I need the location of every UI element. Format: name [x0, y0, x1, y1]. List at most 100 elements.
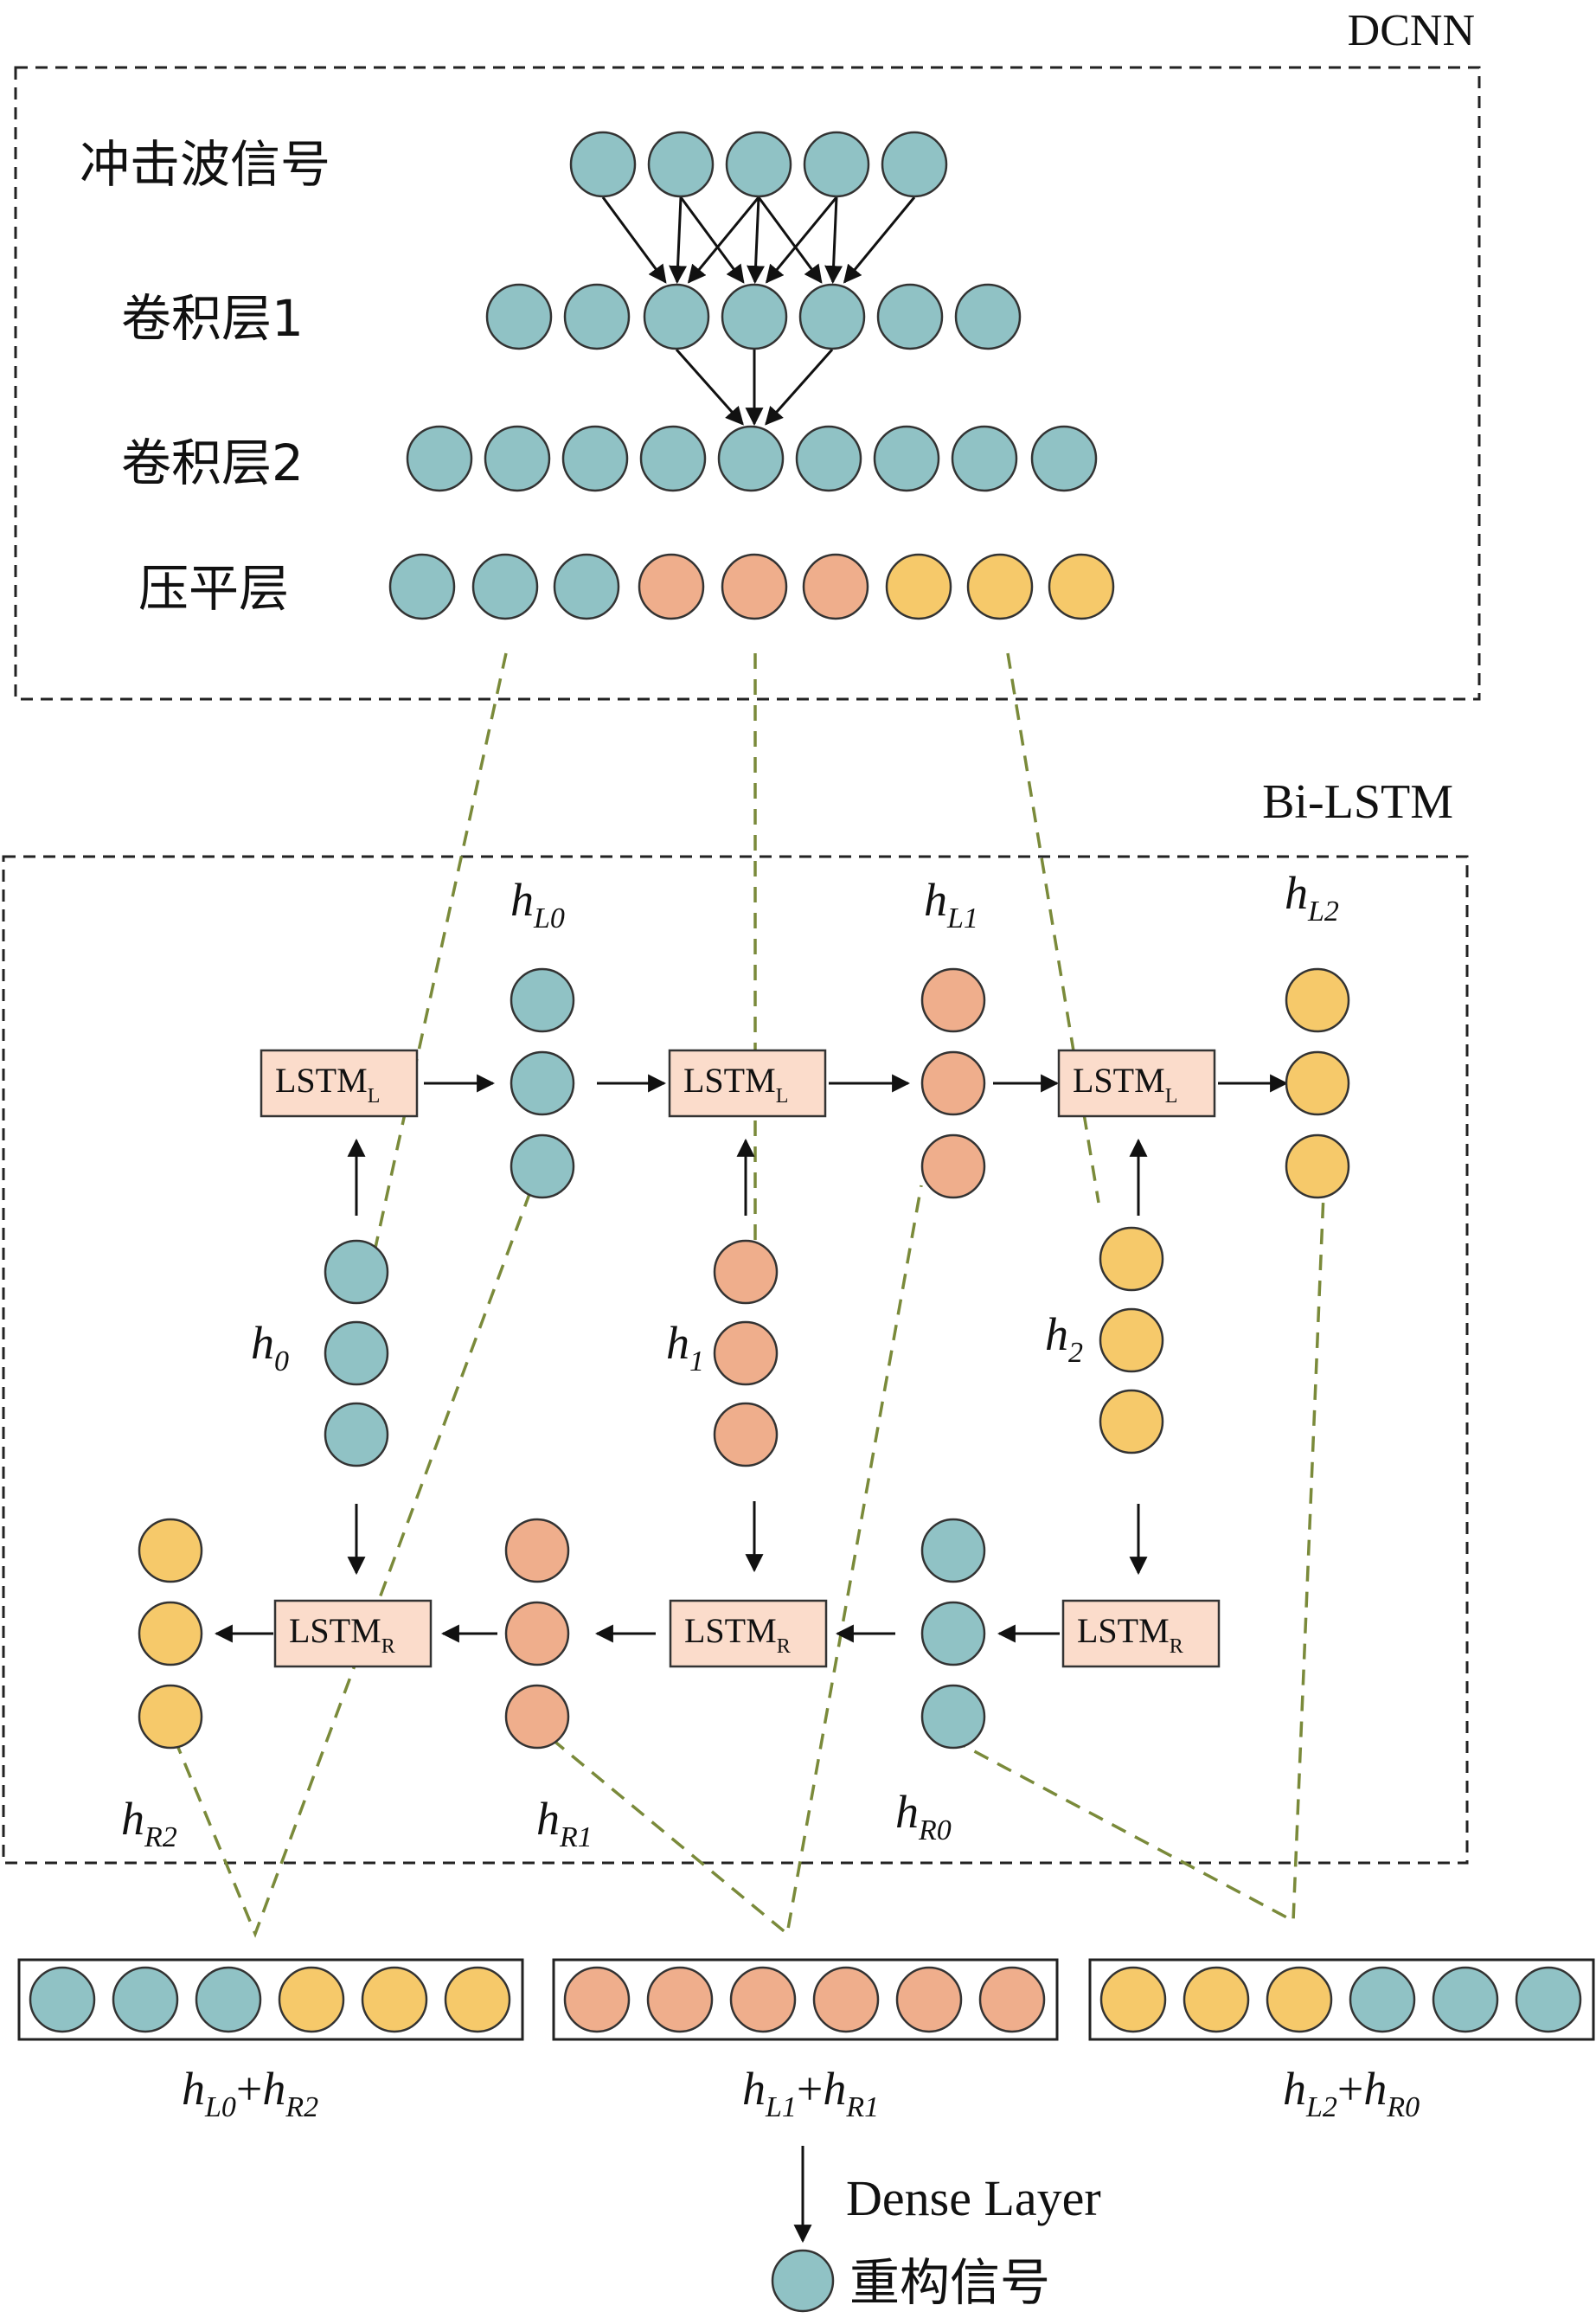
concat-1-node-3 [812, 1966, 880, 2033]
h2-node-1 [1099, 1307, 1164, 1373]
hR1-node-0 [504, 1518, 570, 1583]
h1-node-0 [713, 1239, 779, 1305]
hR2-node-0 [138, 1518, 203, 1583]
row-label-conv2: 卷积层2 [121, 433, 304, 492]
concat-1-node-1 [646, 1966, 714, 2033]
lstm-l-sub: L [776, 1085, 789, 1108]
lstm-r-sub: R [381, 1635, 395, 1658]
lstm-l-sub: L [1165, 1085, 1178, 1108]
conv2-node-2 [561, 425, 629, 492]
guide-flatten-to-h2 [1006, 652, 1100, 1204]
conv2-node-5 [795, 425, 862, 492]
lstm-backward-box-0: LSTMR [273, 1599, 433, 1668]
concat-box-1 [552, 1958, 1059, 2041]
concat-2-node-1 [1183, 1966, 1250, 2033]
concat-1-node-2 [729, 1966, 797, 2033]
input-node-2 [725, 131, 792, 198]
flatten-node-1 [471, 553, 539, 620]
hR0-node-1 [920, 1601, 986, 1666]
label-hL2: hL2 [1285, 867, 1339, 928]
h0-node-2 [324, 1402, 389, 1467]
conv1-node-1 [563, 283, 631, 350]
hR1-node-2 [504, 1684, 570, 1750]
h1-node-2 [713, 1402, 779, 1467]
conv1-arrow [679, 196, 745, 284]
concat-label-2: hL2+hR0 [1283, 2063, 1420, 2123]
conv2-node-1 [484, 425, 551, 492]
conv1-arrow [687, 196, 760, 284]
hR2-node-1 [138, 1601, 203, 1666]
concat-1-node-0 [563, 1966, 631, 2033]
guide-concat-0 [173, 1163, 542, 1938]
input-node-4 [881, 131, 948, 198]
conv1-arrow [757, 196, 823, 284]
concat-1-node-5 [978, 1966, 1046, 2033]
flatten-node-3 [638, 553, 705, 620]
concat-2-node-3 [1349, 1966, 1416, 2033]
concat-box-2 [1088, 1958, 1595, 2041]
lstm-l-text: LSTM [1073, 1061, 1165, 1100]
bilstm-nodes [138, 967, 1350, 1750]
convolution-arrows [601, 196, 916, 427]
concat-box-0 [17, 1958, 524, 2041]
hL0-node-0 [510, 967, 575, 1033]
conv1-arrow [843, 196, 916, 284]
flatten-node-4 [721, 553, 788, 620]
concat-label-1: hL1+hR1 [742, 2063, 879, 2123]
concat-2-node-2 [1266, 1966, 1333, 2033]
flatten-node-5 [802, 553, 869, 620]
conv1-node-6 [954, 283, 1022, 350]
concat-0-node-0 [29, 1966, 96, 2033]
lstm-r-text: LSTM [289, 1611, 381, 1650]
concat-0-node-4 [361, 1966, 428, 2033]
input-node-0 [569, 131, 637, 198]
concat-2-node-5 [1515, 1966, 1582, 2033]
output-node [771, 2249, 835, 2313]
lstm-l-sub: L [368, 1085, 381, 1108]
hR2-node-2 [138, 1684, 203, 1750]
label-hR0: hR0 [895, 1786, 952, 1846]
conv2-node-7 [951, 425, 1018, 492]
lstm-r-text: LSTM [1077, 1611, 1170, 1650]
conv1-node-0 [485, 283, 553, 350]
concat-0-node-2 [195, 1966, 262, 2033]
guide-concat-1 [550, 1185, 923, 1937]
lstm-forward-box-1: LSTML [668, 1049, 827, 1118]
svg-text:LSTMR: LSTMR [1077, 1611, 1183, 1658]
lstm-l-text: LSTM [275, 1061, 368, 1100]
lstm-r-sub: R [1170, 1635, 1183, 1658]
conv1-node-5 [876, 283, 944, 350]
conv2-arrow [765, 349, 834, 426]
hL2-node-0 [1285, 967, 1350, 1033]
conv1-arrow [765, 196, 838, 284]
label-hL0: hL0 [510, 874, 565, 934]
label-hR1: hR1 [536, 1793, 593, 1853]
conv2-arrow [675, 349, 744, 426]
input-node-3 [803, 131, 870, 198]
flatten-node-6 [885, 553, 952, 620]
guide-flatten-to-h0 [370, 652, 508, 1264]
concat-labels: hL0+hR2 hL1+hR1 hL2+hR0 [182, 2063, 1420, 2123]
conv2-node-8 [1030, 425, 1098, 492]
lstm-r-text: LSTM [684, 1611, 777, 1650]
conv1-arrow [747, 196, 766, 285]
h1-node-1 [713, 1320, 779, 1386]
guide-concat-2 [951, 1193, 1325, 1923]
flatten-node-2 [553, 553, 620, 620]
label-h2: h2 [1045, 1308, 1083, 1369]
hL0-node-1 [510, 1050, 575, 1116]
flatten-node-7 [966, 553, 1034, 620]
lstm-r-sub: R [777, 1635, 791, 1658]
conv1-node-4 [798, 283, 866, 350]
label-hL1: hL1 [924, 874, 978, 934]
lstm-forward-box-2: LSTML [1057, 1049, 1216, 1118]
concat-nodes [29, 1966, 1582, 2033]
dcnn-title: DCNN [1348, 6, 1475, 55]
flatten-node-0 [388, 553, 456, 620]
lstm-backward-box-1: LSTMR [669, 1599, 828, 1668]
row-label-flatten: 压平层 [138, 559, 289, 618]
conv1-node-2 [643, 283, 710, 350]
hL2-node-1 [1285, 1050, 1350, 1116]
h0-node-0 [324, 1239, 389, 1305]
